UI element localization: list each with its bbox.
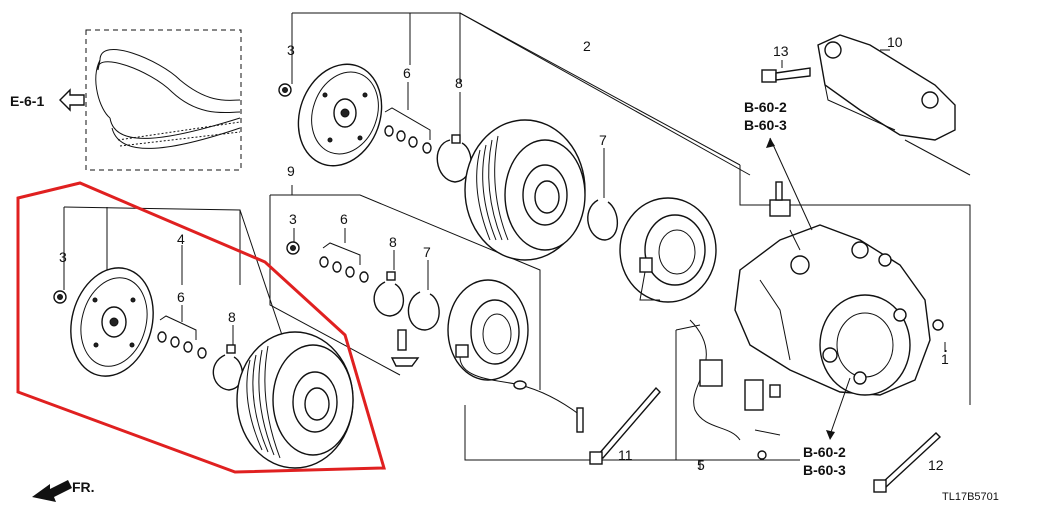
middle-bolt-connector[interactable] <box>390 329 420 367</box>
group-5-bracket <box>675 324 800 470</box>
upper-shims[interactable] <box>384 107 432 154</box>
ref-e61-text[interactable]: E-6-1 <box>10 93 44 109</box>
callouts: 3 6 8 2 7 13 10 9 3 6 8 7 4 3 6 8 1 5 11… <box>59 34 949 473</box>
callout-7-upper[interactable]: 7 <box>599 132 607 148</box>
ref-b603-top[interactable]: B-60-3 <box>744 117 787 133</box>
ref-e61[interactable]: E-6-1 <box>10 88 85 112</box>
diagram-code: TL17B5701 <box>942 491 999 503</box>
ref-b602-bottom[interactable]: B-60-2 <box>803 444 846 460</box>
callout-3-upper[interactable]: 3 <box>287 42 295 58</box>
middle-snap-ring-7[interactable] <box>407 291 440 331</box>
compressor-body[interactable] <box>734 181 944 396</box>
middle-field-coil[interactable] <box>447 279 584 433</box>
callout-7-middle[interactable]: 7 <box>423 244 431 260</box>
upper-clutch-plate[interactable] <box>278 52 395 177</box>
callout-3-middle[interactable]: 3 <box>289 211 297 227</box>
lower-clutch-plate[interactable] <box>59 259 165 386</box>
callout-8-middle[interactable]: 8 <box>389 234 397 250</box>
leader-b60-bot <box>829 377 851 436</box>
upper-pulley[interactable] <box>464 119 586 261</box>
callout-8-lower[interactable]: 8 <box>228 309 236 325</box>
ref-b60-top[interactable]: B-60-2 B-60-3 <box>744 99 787 133</box>
front-arrow-icon <box>32 480 72 502</box>
callout-6-upper[interactable]: 6 <box>403 65 411 81</box>
front-indicator: FR. <box>32 479 95 502</box>
callout-8-upper[interactable]: 8 <box>455 75 463 91</box>
lower-pulley[interactable] <box>236 331 354 469</box>
ref-b60-bottom[interactable]: B-60-2 B-60-3 <box>803 444 846 478</box>
group-9-bracket <box>269 185 745 461</box>
front-label: FR. <box>72 479 95 495</box>
callout-12[interactable]: 12 <box>928 457 944 473</box>
upper-snap-ring[interactable] <box>436 134 472 183</box>
upper-field-coil[interactable] <box>619 197 717 303</box>
callout-4[interactable]: 4 <box>177 231 185 247</box>
callout-6-lower[interactable]: 6 <box>177 289 185 305</box>
compressor-bracket[interactable] <box>817 34 956 141</box>
middle-snap-ring-8[interactable] <box>373 271 405 317</box>
bolt-13[interactable] <box>761 67 811 83</box>
group-4-bracket <box>63 206 283 336</box>
callout-13[interactable]: 13 <box>773 43 789 59</box>
callout-3-lower[interactable]: 3 <box>59 249 67 265</box>
wiring-harness[interactable] <box>689 319 781 460</box>
bolt-11[interactable] <box>589 386 661 465</box>
lower-nut[interactable] <box>53 290 67 304</box>
ref-b603-bottom[interactable]: B-60-3 <box>803 462 846 478</box>
callout-2[interactable]: 2 <box>583 38 591 54</box>
upper-snap-ring-7[interactable] <box>587 199 619 241</box>
callout-10[interactable]: 10 <box>887 34 903 50</box>
callout-5[interactable]: 5 <box>697 457 705 473</box>
callout-9[interactable]: 9 <box>287 163 295 179</box>
group-2-bracket <box>291 12 971 405</box>
lower-shims[interactable] <box>157 315 207 359</box>
middle-shims[interactable] <box>319 242 369 283</box>
callout-11[interactable]: 11 <box>618 447 633 463</box>
callout-1[interactable]: 1 <box>941 351 949 367</box>
leader-b60-top <box>769 137 813 231</box>
middle-nut[interactable] <box>286 241 300 255</box>
highlight-outline <box>16 181 386 474</box>
callout-6-middle[interactable]: 6 <box>340 211 348 227</box>
bolt-12[interactable] <box>873 432 942 493</box>
lower-snap-ring-8[interactable] <box>212 344 244 391</box>
belt-inset <box>85 29 242 171</box>
ref-b602-top[interactable]: B-60-2 <box>744 99 787 115</box>
left-arrow-icon <box>59 88 85 112</box>
